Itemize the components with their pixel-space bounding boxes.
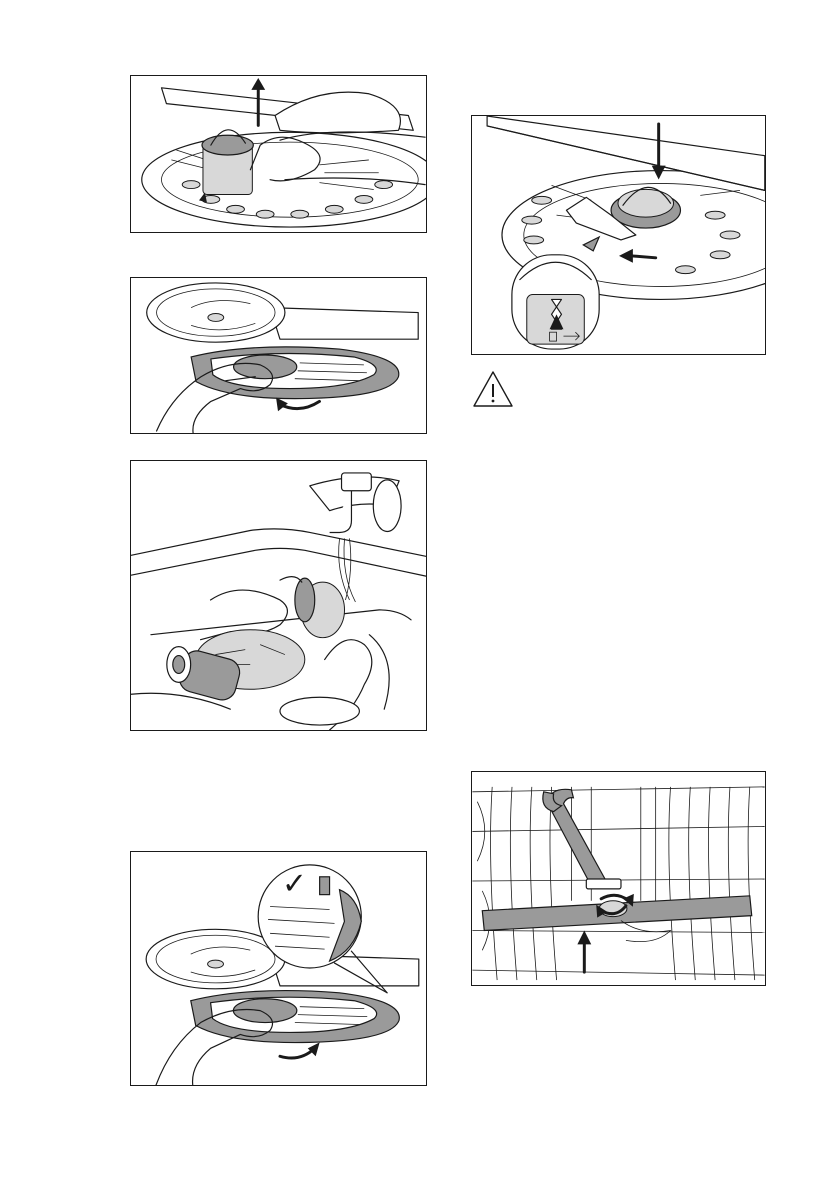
figure-flat-filter-removal xyxy=(130,277,427,434)
check-mark-icon: ✓ xyxy=(282,867,307,902)
warning-triangle-icon xyxy=(472,370,514,408)
filter-removal-illustration xyxy=(131,76,426,232)
figure-flat-filter-install: ✓ xyxy=(130,851,427,1086)
flat-filter-install-illustration: ✓ xyxy=(131,852,426,1085)
figure-filter-removal xyxy=(130,75,427,233)
flat-filter-removal-illustration xyxy=(131,278,426,433)
spray-arm-install-illustration xyxy=(472,772,765,985)
filter-rinse-illustration xyxy=(131,461,426,730)
figure-filter-rinse xyxy=(130,460,427,731)
filter-lock-illustration xyxy=(472,116,765,354)
figure-spray-arm-install xyxy=(471,771,766,986)
warning-triangle-graphic xyxy=(472,370,514,408)
figure-filter-lock xyxy=(471,115,766,355)
